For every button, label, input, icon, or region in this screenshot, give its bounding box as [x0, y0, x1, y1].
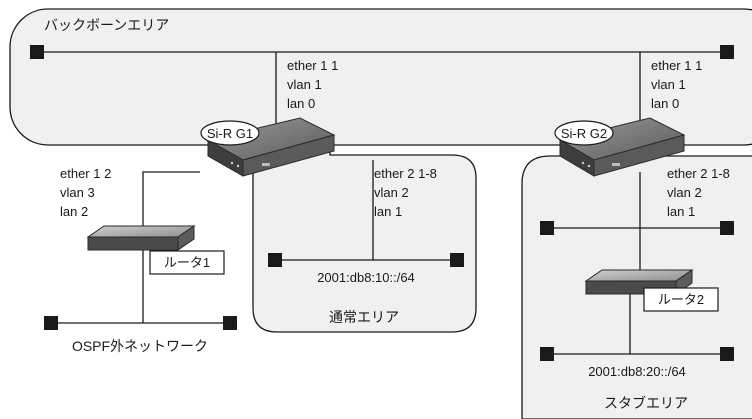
terminator [223, 316, 237, 330]
router-2-label: ルータ2 [658, 292, 704, 307]
links [37, 51, 727, 355]
g1-up-interface-labels: ether 1 1 vlan 1 lan 0 [287, 58, 338, 111]
backbone-area: バックボーンエリア [9, 8, 752, 146]
router-g2-name: Si-R G2 [561, 126, 607, 141]
g2-down-interface-labels: ether 2 1-8 vlan 2 lan 1 [667, 166, 730, 219]
router-g1-name: Si-R G1 [207, 126, 253, 141]
interface-port: ether 1 1 [651, 58, 702, 73]
router-2-label-box [643, 287, 719, 312]
interface-lan: lan 0 [651, 96, 679, 111]
interface-vlan: vlan 1 [287, 77, 322, 92]
terminator [720, 221, 734, 235]
terminator [720, 347, 734, 361]
terminator [30, 45, 44, 59]
interface-vlan: vlan 2 [374, 185, 409, 200]
backbone-area-label: バックボーンエリア [44, 17, 169, 33]
terminator [540, 221, 554, 235]
terminator [720, 45, 734, 59]
g1-down-interface-labels: ether 2 1-8 vlan 2 lan 1 [374, 166, 437, 219]
interface-lan: lan 1 [667, 204, 695, 219]
normal-network-label: 2001:db8:10::/64 [317, 270, 415, 285]
stub-network-label: 2001:db8:20::/64 [588, 364, 686, 379]
ospf-external-network-label: OSPF外ネットワーク [72, 338, 208, 354]
router-name-bubble [200, 120, 260, 146]
terminator [268, 253, 282, 267]
stub-area-label: スタブエリア [604, 395, 688, 411]
terminator [540, 347, 554, 361]
interface-vlan: vlan 2 [667, 185, 702, 200]
interface-lan: lan 1 [374, 204, 402, 219]
g2-up-interface-labels: ether 1 1 vlan 1 lan 0 [651, 58, 702, 111]
terminator [450, 253, 464, 267]
segment-terminators [30, 45, 734, 361]
router-1-label: ルータ1 [164, 255, 210, 270]
router-1-label-box [149, 250, 225, 275]
router-si-r-g1[interactable]: Si-R G1 [200, 117, 336, 177]
interface-vlan: vlan 1 [651, 77, 686, 92]
g1-left-interface-labels: ether 1 2 vlan 3 lan 2 [60, 166, 111, 219]
interface-port: ether 2 1-8 [374, 166, 437, 181]
normal-area-label: 通常エリア [329, 309, 399, 325]
interface-lan: lan 0 [287, 96, 315, 111]
router-name-bubble [554, 120, 614, 146]
normal-area: 通常エリア [252, 144, 477, 333]
interface-vlan: vlan 3 [60, 185, 95, 200]
router-si-r-g2[interactable]: Si-R G2 [554, 117, 686, 177]
interface-lan: lan 2 [60, 204, 88, 219]
interface-port: ether 2 1-8 [667, 166, 730, 181]
terminator [44, 316, 58, 330]
interface-port: ether 1 2 [60, 166, 111, 181]
g1-left-link [142, 171, 200, 232]
interface-port: ether 1 1 [287, 58, 338, 73]
router-1[interactable]: ルータ1 [86, 225, 225, 275]
router-2[interactable]: ルータ2 [584, 269, 719, 312]
